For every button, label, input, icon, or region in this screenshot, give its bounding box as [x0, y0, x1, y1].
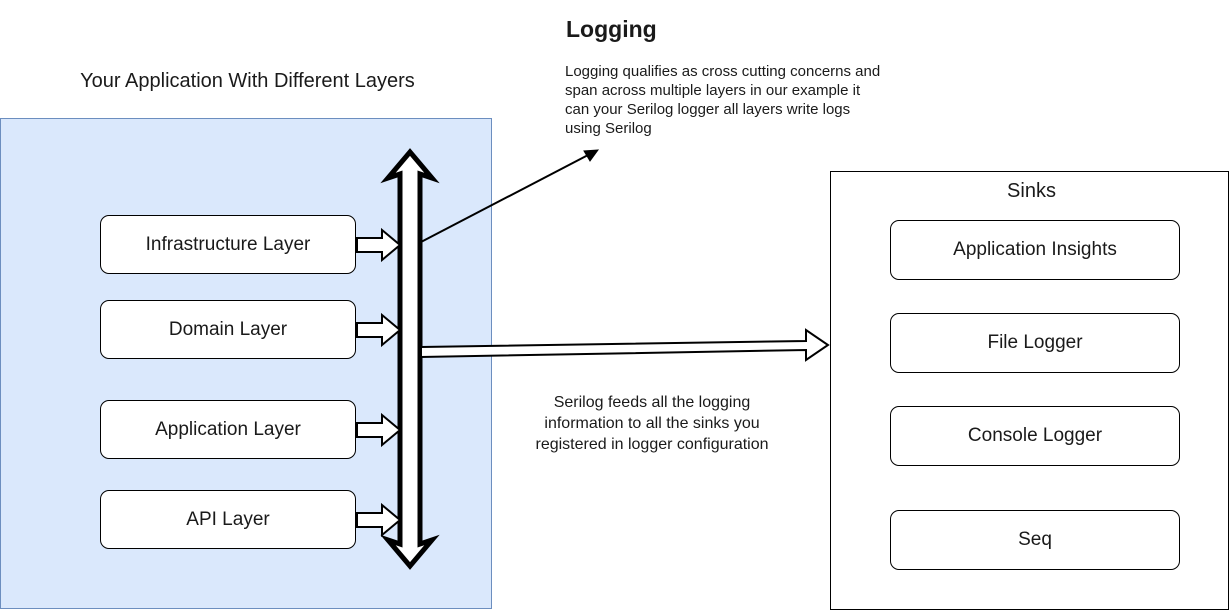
- application-layer-box: Application Layer: [100, 400, 356, 459]
- sink-console-logger: Console Logger: [890, 406, 1180, 466]
- logging-bus-arrow: [380, 148, 440, 570]
- infrastructure-layer-box: Infrastructure Layer: [100, 215, 356, 274]
- logging-title: Logging: [566, 16, 657, 42]
- application-to-bus-arrow: [356, 412, 402, 448]
- sink-file-logger: File Logger: [890, 313, 1180, 373]
- logging-description: Logging qualifies as cross cutting conce…: [565, 63, 881, 137]
- domain-to-bus-arrow: [356, 312, 402, 348]
- logging-note-arrow-line: [420, 153, 591, 243]
- api-to-bus-arrow: [356, 502, 402, 538]
- infrastructure-to-bus-arrow: [356, 227, 402, 263]
- serilog-feed-description: Serilog feeds all the logging informatio…: [535, 394, 769, 453]
- sink-application-insights: Application Insights: [890, 220, 1180, 280]
- api-layer-box: API Layer: [100, 490, 356, 549]
- logging-note-arrowhead: [583, 149, 600, 162]
- domain-layer-box: Domain Layer: [100, 300, 356, 359]
- sinks-title: Sinks: [1007, 180, 1056, 202]
- application-title: Your Application With Different Layers: [80, 70, 415, 92]
- sink-seq: Seq: [890, 510, 1180, 570]
- bus-to-sinks-arrow: [420, 328, 830, 362]
